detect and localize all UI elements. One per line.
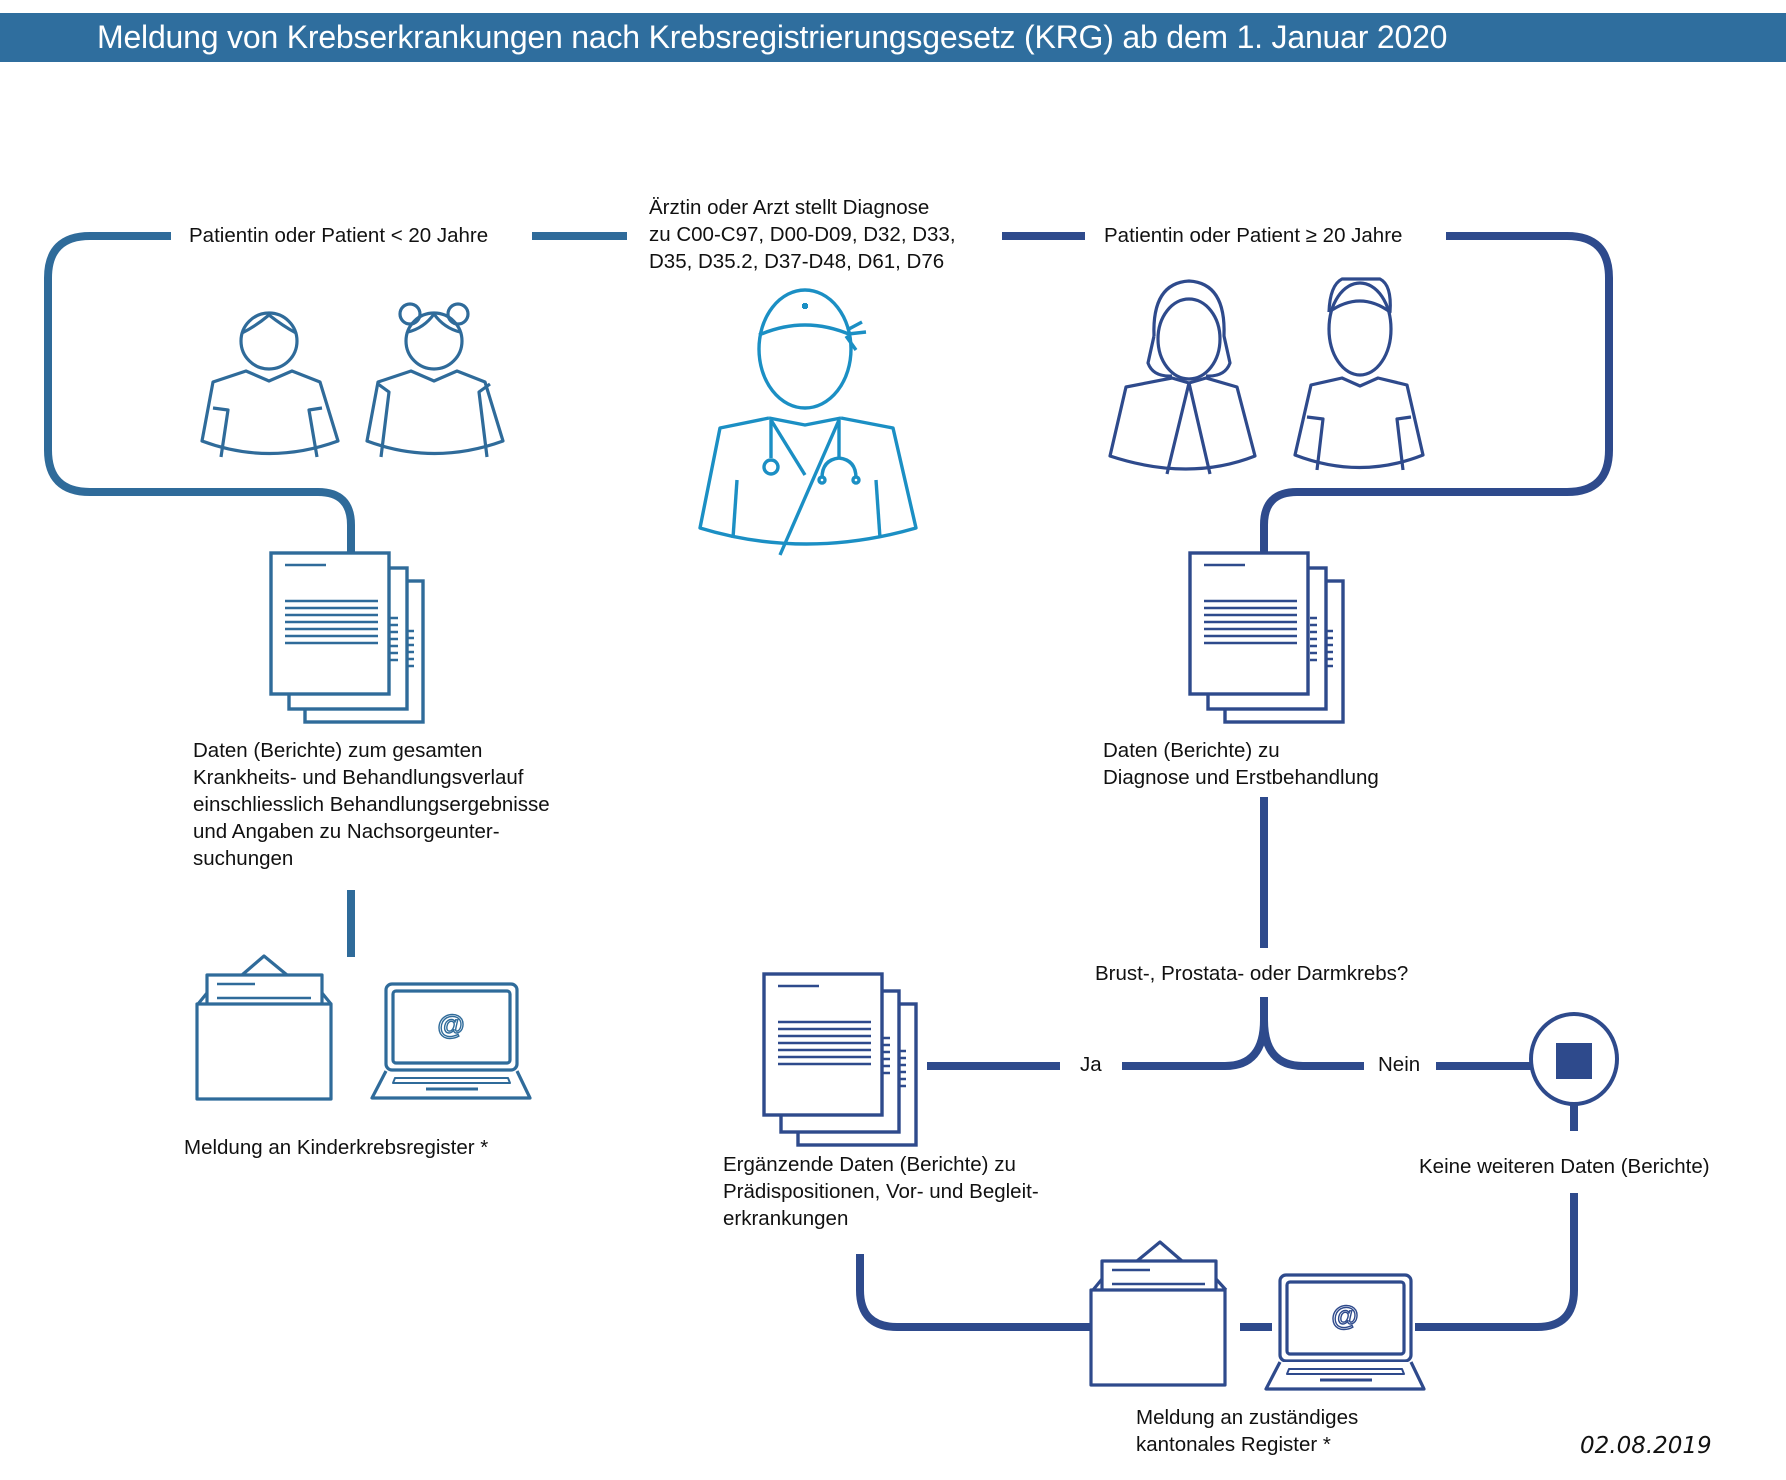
document-date: 02.08.2019 — [1580, 1433, 1712, 1459]
yes-label: Ja — [1080, 1053, 1102, 1076]
pediatric-data-line: Krankheits- und Behandlungsverlauf — [193, 766, 524, 789]
cantonal-report-label: Meldung an zuständiges kantonales Regist… — [1136, 1404, 1358, 1458]
pediatric-data-description: Daten (Berichte) zum gesamten Krankheits… — [193, 737, 550, 872]
title-bar: Meldung von Krebserkrankungen nach Krebs… — [0, 13, 1786, 62]
pediatric-data-line: suchungen — [193, 847, 294, 870]
cantonal-report-line: kantonales Register * — [1136, 1433, 1331, 1456]
no-label: Nein — [1378, 1053, 1421, 1076]
pediatric-documents-icon — [269, 551, 425, 724]
pediatric-connector — [44, 232, 627, 957]
laptop-email-icon — [370, 982, 532, 1100]
supplementary-documents-icon — [762, 972, 918, 1147]
page-title: Meldung von Krebserkrankungen nach Krebs… — [97, 19, 1448, 55]
child-girl-icon — [365, 302, 505, 458]
supplementary-data-description: Ergänzende Daten (Berichte) zu Prädispos… — [723, 1151, 1039, 1232]
no-further-data-label: Keine weiteren Daten (Berichte) — [1419, 1155, 1710, 1178]
pediatric-data-line: einschliesslich Behandlungsergebnisse — [193, 793, 550, 816]
adult-data-line: Daten (Berichte) zu — [1103, 739, 1280, 762]
pediatric-report-label: Meldung an Kinderkrebsregister * — [184, 1136, 489, 1159]
adult-connector — [856, 232, 1613, 1331]
pediatric-data-line: und Angaben zu Nachsorgeunter- — [193, 820, 500, 843]
supplementary-data-line: Prädispositionen, Vor- und Begleit- — [723, 1180, 1039, 1203]
diagnosis-label: Ärztin oder Arzt stellt Diagnose zu C00-… — [649, 194, 956, 275]
pediatric-group-label: Patientin oder Patient < 20 Jahre — [189, 224, 489, 247]
adult-data-line: Diagnose und Erstbehandlung — [1103, 766, 1379, 789]
doctor-icon — [698, 288, 918, 556]
letter-envelope-icon — [195, 954, 333, 1101]
adult-group-label: Patientin oder Patient ≥ 20 Jahre — [1104, 224, 1403, 247]
laptop-at-symbol: @ — [437, 1009, 464, 1040]
diagnosis-line: Ärztin oder Arzt stellt Diagnose — [649, 196, 930, 219]
diagnosis-line: D35, D35.2, D37-D48, D61, D76 — [649, 250, 945, 273]
cantonal-report-line: Meldung an zuständiges — [1136, 1406, 1359, 1429]
stop-icon — [1529, 1012, 1619, 1106]
child-boy-icon — [200, 311, 340, 458]
cantonal-laptop-at-symbol: @ — [1331, 1300, 1358, 1331]
supplementary-data-line: erkrankungen — [723, 1207, 849, 1230]
adult-woman-icon — [1108, 279, 1257, 475]
pediatric-data-line: Daten (Berichte) zum gesamten — [193, 739, 483, 762]
cancer-type-question: Brust-, Prostata- oder Darmkrebs? — [1095, 962, 1409, 985]
cantonal-laptop-email-icon — [1264, 1273, 1426, 1391]
cantonal-letter-envelope-icon — [1089, 1240, 1228, 1387]
diagnosis-line: zu C00-C97, D00-D09, D32, D33, — [649, 223, 956, 246]
adult-data-description: Daten (Berichte) zu Diagnose und Erstbeh… — [1103, 737, 1379, 791]
adult-man-icon — [1293, 277, 1425, 471]
adult-documents-icon — [1188, 551, 1345, 724]
supplementary-data-line: Ergänzende Daten (Berichte) zu — [723, 1153, 1016, 1176]
